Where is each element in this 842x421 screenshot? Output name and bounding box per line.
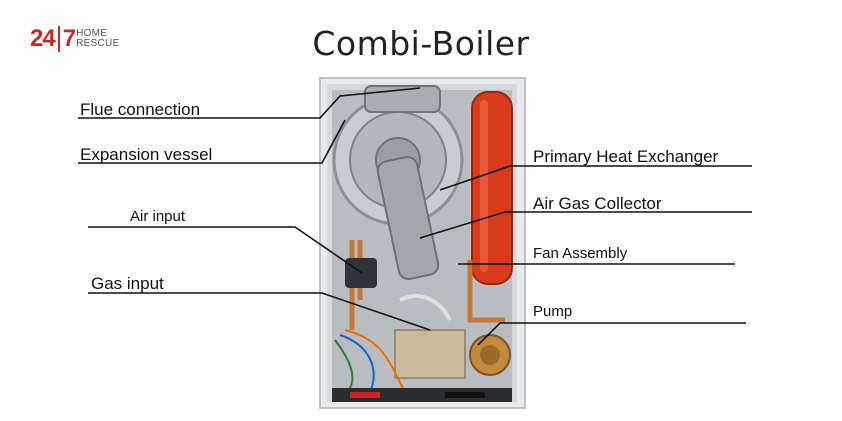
leader-primary-heat-exchanger [439,165,752,191]
label-air-gas-collector: Air Gas Collector [533,194,662,213]
leader-lines [78,87,752,346]
diagram-title: Combi-Boiler [312,24,530,63]
boiler-image [319,77,526,409]
leader-flue-connection [78,87,421,119]
leader-air-input [88,226,363,274]
logo-number-right: 7 [62,25,76,52]
label-fan-assembly: Fan Assembly [533,245,628,262]
label-expansion-vessel: Expansion vessel [80,145,213,164]
label-pump: Pump [533,303,573,320]
leader-pump [477,322,746,346]
label-gas-input: Gas input [91,274,164,293]
label-flue-connection: Flue connection [80,100,201,119]
label-primary-heat-exchanger: Primary Heat Exchanger [533,147,719,166]
leader-air-gas-collector [419,211,752,239]
leader-expansion-vessel [78,119,346,164]
label-air-input: Air input [130,208,186,225]
logo-word-bottom: RESCUE [76,38,120,49]
logo-word-top: HOME [76,28,108,39]
logo-words: HOME RESCUE [76,29,119,49]
logo-divider [57,26,60,52]
logo-number-left: 24 [30,25,56,52]
logo: 24 7 HOME RESCUE [30,26,120,52]
leader-gas-input [88,292,431,331]
